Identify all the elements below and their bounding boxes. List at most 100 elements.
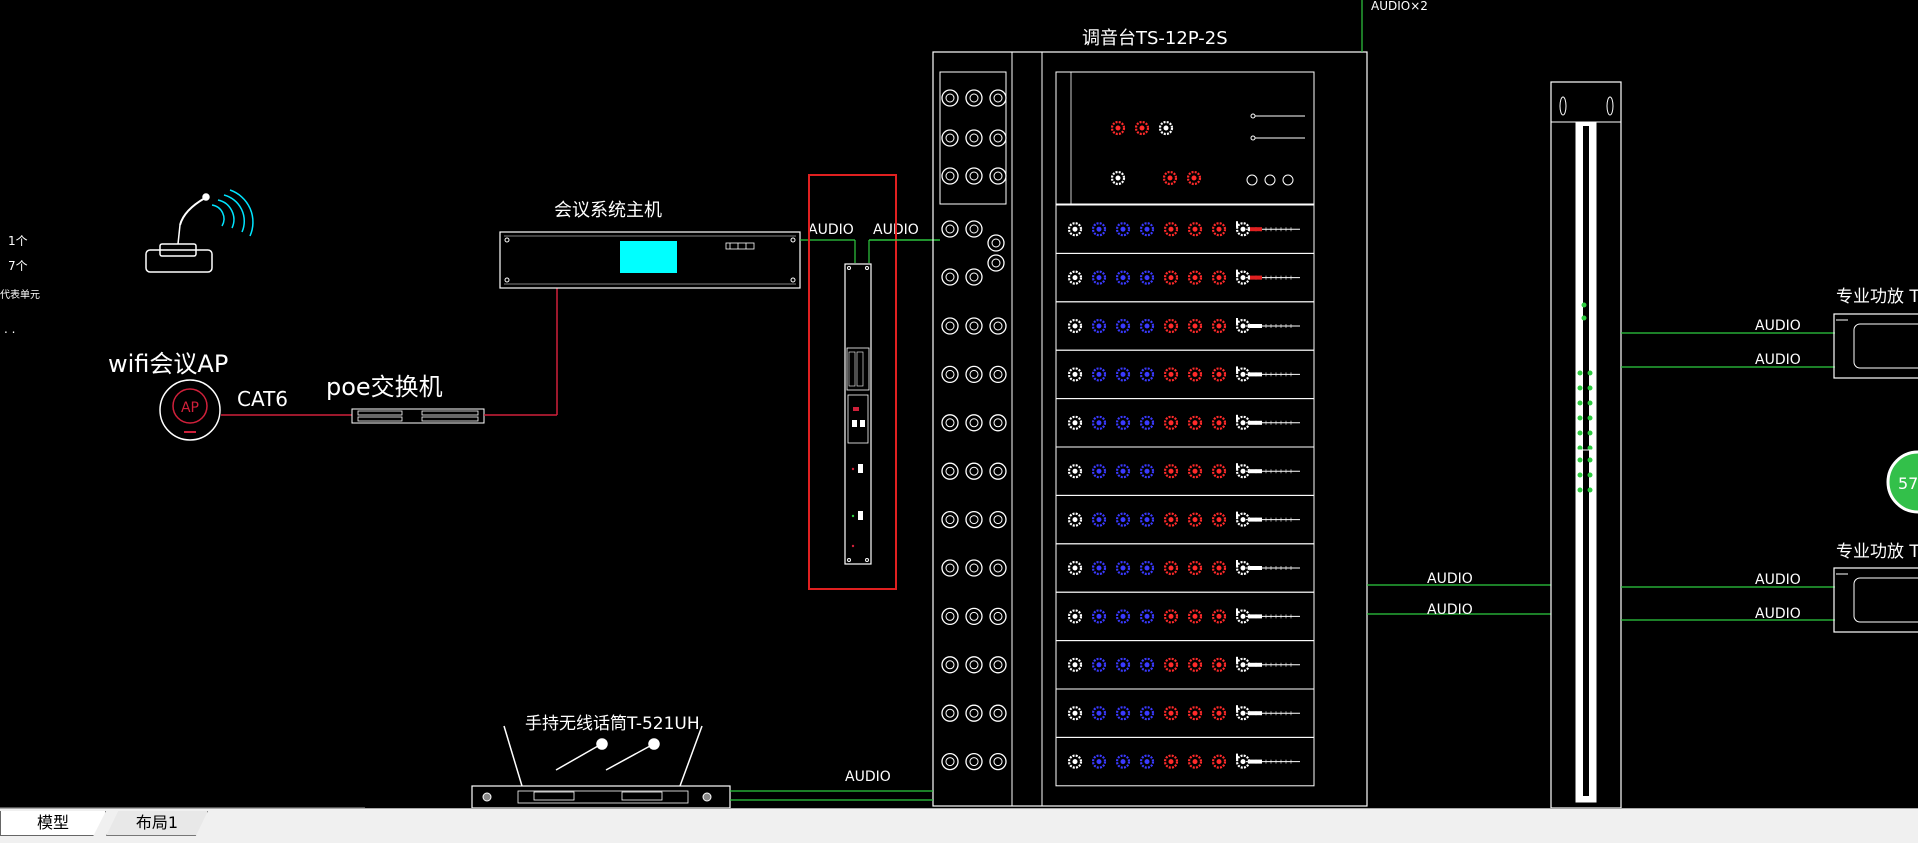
master-knob[interactable]	[1134, 120, 1150, 136]
channel-knob[interactable]	[1067, 657, 1083, 672]
input-jack-row[interactable]	[941, 704, 1007, 722]
channel-knob[interactable]	[1163, 270, 1179, 285]
channel-knob[interactable]	[1091, 706, 1107, 721]
input-jack-row[interactable]	[941, 268, 983, 286]
channel-knob[interactable]	[1163, 367, 1179, 382]
channel-knob[interactable]	[1211, 464, 1227, 479]
channel-knob[interactable]	[1163, 609, 1179, 624]
mixer-channel-strip[interactable]	[1055, 494, 1315, 545]
input-jack-row[interactable]	[941, 365, 1007, 384]
channel-knob[interactable]	[1115, 657, 1131, 672]
channel-knob[interactable]	[1139, 270, 1155, 285]
channel-knob[interactable]	[1187, 754, 1203, 769]
master-knob[interactable]	[1158, 120, 1174, 136]
channel-knob[interactable]	[1067, 754, 1083, 769]
channel-knob[interactable]	[1139, 657, 1155, 672]
channel-knob[interactable]	[1187, 512, 1203, 527]
channel-knob[interactable]	[1211, 512, 1227, 527]
channel-knob[interactable]	[1187, 706, 1203, 721]
channel-knob[interactable]	[1067, 512, 1083, 527]
tab-model[interactable]: 模型	[0, 811, 106, 836]
channel-knob[interactable]	[1211, 706, 1227, 721]
drawing-svg[interactable]: 1个 7个 代表单元 . . wifi会议AP AP CAT6 poe交换机 会…	[0, 0, 1918, 808]
channel-knob[interactable]	[1163, 415, 1179, 430]
mixer-channel-strip[interactable]	[1055, 688, 1315, 738]
channel-knob[interactable]	[1139, 464, 1155, 479]
channel-knob[interactable]	[1211, 270, 1227, 285]
master-knob[interactable]	[1162, 170, 1178, 186]
channel-knob[interactable]	[1091, 754, 1107, 769]
channel-knob[interactable]	[1091, 657, 1107, 672]
channel-knob[interactable]	[1091, 415, 1107, 430]
input-jack-row[interactable]	[941, 510, 1007, 529]
master-knob[interactable]	[1110, 170, 1126, 186]
audio-processor-device[interactable]	[844, 263, 872, 565]
channel-knob[interactable]	[1187, 415, 1203, 430]
input-jack-row[interactable]	[941, 167, 1007, 185]
channel-knob[interactable]	[1139, 560, 1155, 576]
channel-knob[interactable]	[1211, 754, 1227, 769]
channel-knob[interactable]	[1139, 754, 1155, 769]
channel-knob[interactable]	[1091, 318, 1107, 334]
channel-knob[interactable]	[1211, 560, 1227, 576]
channel-knob[interactable]	[1187, 222, 1203, 237]
channel-knob[interactable]	[1139, 222, 1155, 237]
channel-knob[interactable]	[1163, 318, 1179, 334]
channel-knob[interactable]	[1067, 367, 1083, 382]
channel-knob[interactable]	[1211, 609, 1227, 624]
channel-knob[interactable]	[1187, 609, 1203, 624]
channel-knob[interactable]	[1211, 222, 1227, 237]
channel-knob[interactable]	[1091, 560, 1107, 576]
channel-knob[interactable]	[1115, 222, 1131, 237]
channel-knob[interactable]	[1211, 657, 1227, 672]
channel-knob[interactable]	[1163, 222, 1179, 237]
input-jack-row[interactable]	[941, 414, 1007, 432]
channel-knob[interactable]	[1067, 609, 1083, 624]
channel-knob[interactable]	[1163, 560, 1179, 576]
channel-knob[interactable]	[1139, 415, 1155, 430]
channel-knob[interactable]	[1187, 270, 1203, 285]
channel-knob[interactable]	[1115, 464, 1131, 479]
mixer-channel-strip[interactable]	[1055, 591, 1315, 642]
master-knob[interactable]	[1186, 170, 1202, 186]
channel-knob[interactable]	[1139, 318, 1155, 334]
channel-knob[interactable]	[1115, 706, 1131, 721]
poe-switch-device[interactable]	[351, 408, 485, 424]
input-jack-row[interactable]	[941, 559, 1007, 577]
rack-processor-device[interactable]	[1550, 81, 1622, 808]
input-jack[interactable]	[987, 234, 1005, 252]
channel-knob[interactable]	[1139, 512, 1155, 527]
channel-knob[interactable]	[1139, 367, 1155, 382]
input-jack-row[interactable]	[941, 89, 1007, 107]
mixer-channel-strip[interactable]	[1055, 640, 1315, 690]
channel-knob[interactable]	[1211, 318, 1227, 334]
selection-highlight-box[interactable]	[808, 174, 897, 590]
input-jack-row[interactable]	[941, 220, 983, 238]
channel-knob[interactable]	[1139, 706, 1155, 721]
mixer-channel-strip[interactable]	[1055, 446, 1315, 496]
channel-knob[interactable]	[1187, 560, 1203, 576]
channel-knob[interactable]	[1115, 318, 1131, 334]
cad-drawing-canvas[interactable]: 1个 7个 代表单元 . . wifi会议AP AP CAT6 poe交换机 会…	[0, 0, 1918, 808]
wireless-mic-receiver[interactable]	[471, 725, 731, 808]
channel-knob[interactable]	[1187, 464, 1203, 479]
channel-knob[interactable]	[1163, 512, 1179, 527]
input-jack-row[interactable]	[941, 462, 1007, 480]
channel-knob[interactable]	[1211, 367, 1227, 382]
channel-knob[interactable]	[1115, 560, 1131, 576]
channel-knob[interactable]	[1187, 657, 1203, 672]
channel-knob[interactable]	[1163, 754, 1179, 769]
mixer-channel-strip[interactable]	[1055, 736, 1315, 787]
input-jack-row[interactable]	[941, 129, 1007, 147]
input-jack-row[interactable]	[941, 656, 1007, 674]
input-jack[interactable]	[987, 254, 1005, 272]
input-jack-row[interactable]	[941, 752, 1007, 771]
tab-layout1[interactable]: 布局1	[106, 811, 208, 836]
channel-knob[interactable]	[1139, 609, 1155, 624]
channel-knob[interactable]	[1187, 367, 1203, 382]
amp-top-device[interactable]	[1833, 313, 1918, 379]
channel-knob[interactable]	[1067, 415, 1083, 430]
channel-knob[interactable]	[1115, 415, 1131, 430]
channel-knob[interactable]	[1067, 464, 1083, 479]
channel-knob[interactable]	[1067, 706, 1083, 721]
